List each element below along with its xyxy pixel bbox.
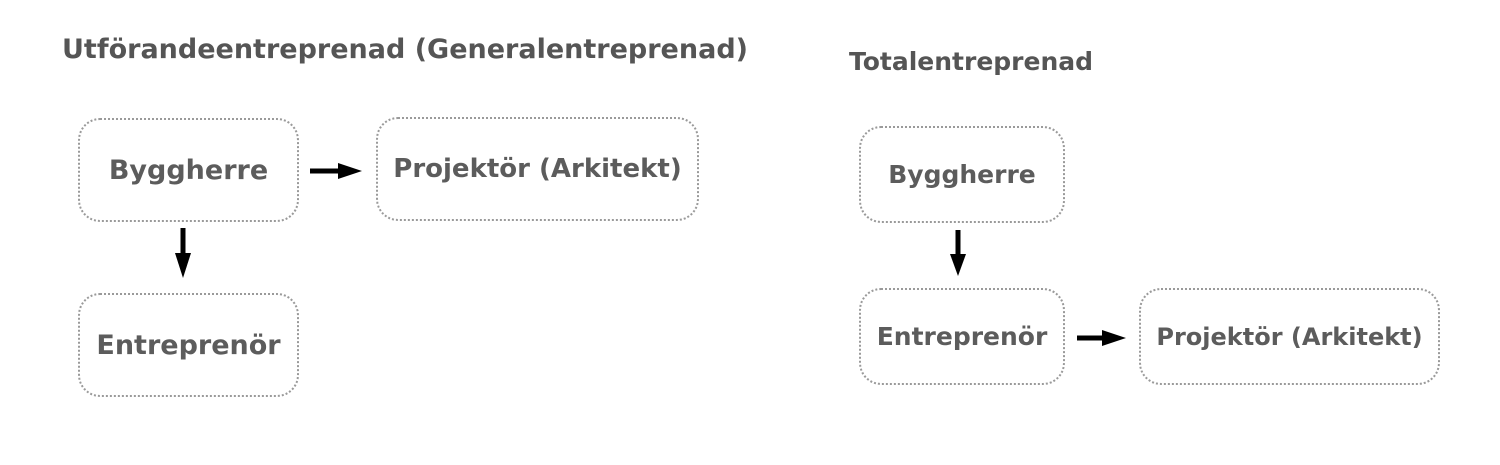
diagram-title-left: Utförandeentreprenad (Generalentreprenad… <box>62 34 748 65</box>
node-byggherre-left: Byggherre <box>78 118 299 222</box>
node-label: Byggherre <box>108 154 269 186</box>
node-projektor-left: Projektör (Arkitekt) <box>376 117 699 221</box>
node-label: Projektör (Arkitekt) <box>393 154 682 184</box>
node-projektor-right: Projektör (Arkitekt) <box>1139 288 1440 385</box>
arrow-right-byggherre-to-entreprenor <box>950 230 966 276</box>
arrow-right-entreprenor-to-projektor <box>1077 330 1126 346</box>
node-entreprenor-right: Entreprenör <box>859 288 1065 385</box>
node-label: Entreprenör <box>96 329 281 361</box>
node-byggherre-right: Byggherre <box>859 126 1065 223</box>
node-label: Entreprenör <box>876 322 1048 351</box>
arrow-left-byggherre-to-entreprenor <box>175 228 191 278</box>
node-entreprenor-left: Entreprenör <box>78 293 299 397</box>
node-label: Projektör (Arkitekt) <box>1156 322 1423 351</box>
arrow-left-byggherre-to-projektor <box>310 163 362 179</box>
node-label: Byggherre <box>888 160 1036 189</box>
diagram-title-right: Totalentreprenad <box>849 47 1094 76</box>
